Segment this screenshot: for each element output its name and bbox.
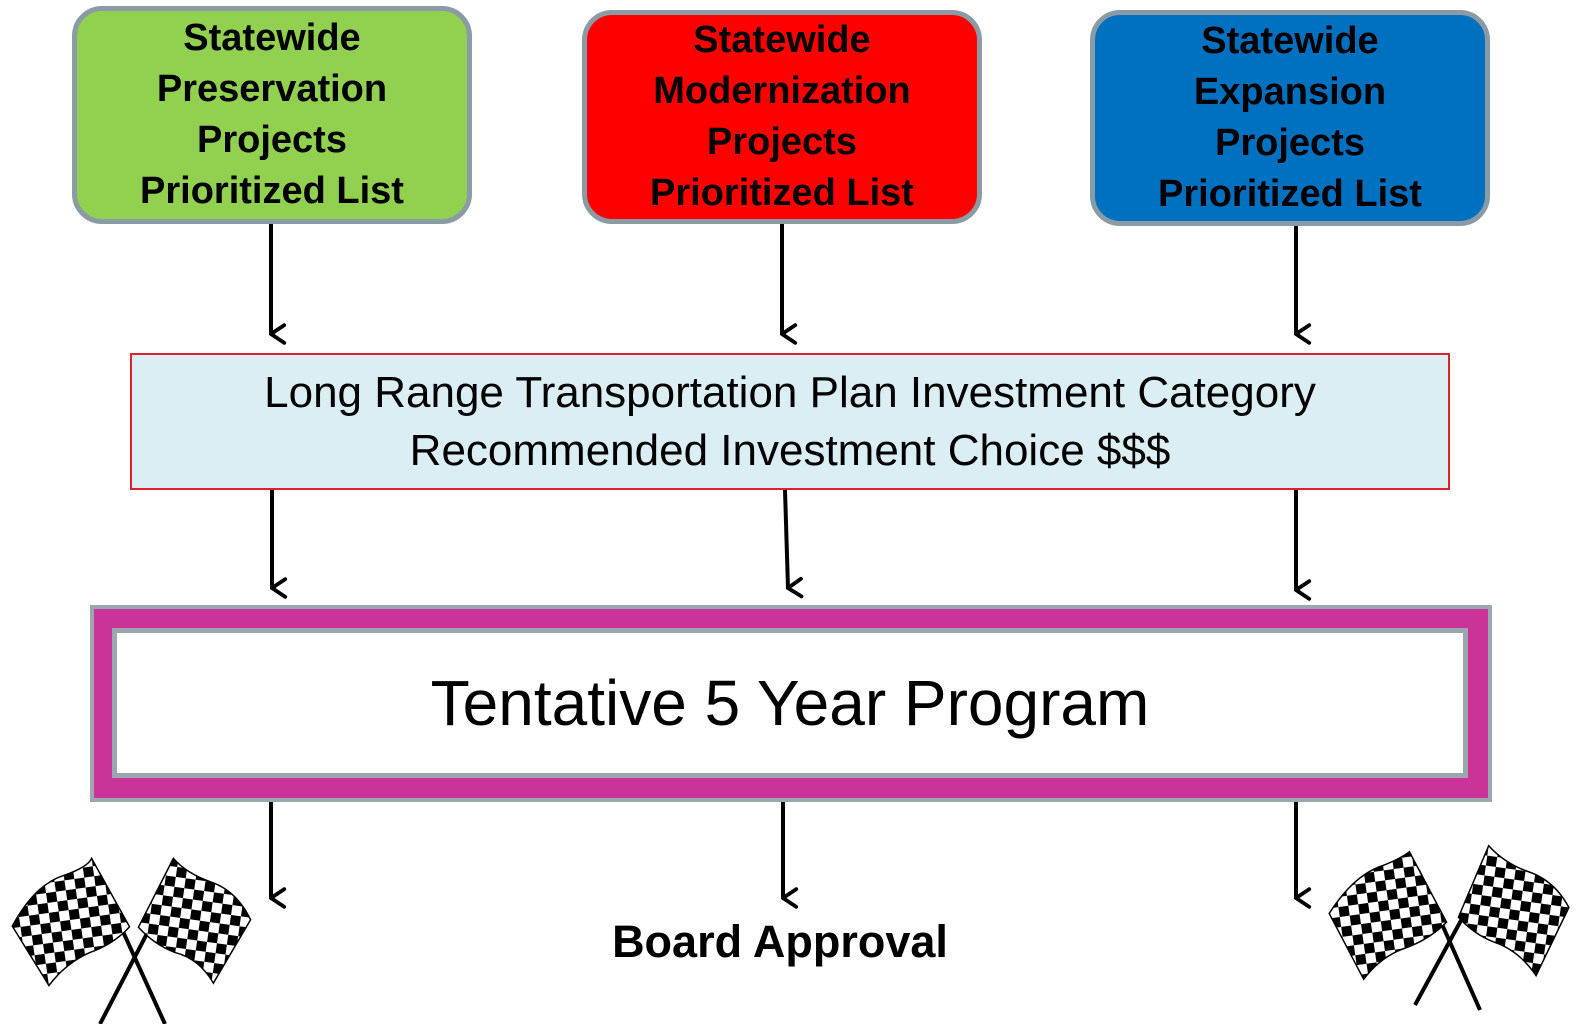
board-approval-label: Board Approval bbox=[612, 916, 948, 967]
modernization-box-label: Statewide Modernization Projects Priorit… bbox=[650, 19, 914, 214]
program-title: Tentative 5 Year Program bbox=[430, 667, 1150, 739]
checkered-flags-icon-right bbox=[1328, 844, 1570, 1011]
arrow-lrtp-to-program-center bbox=[783, 489, 788, 588]
checkered-flags-icon-left bbox=[11, 856, 252, 1024]
lrtp-line-2: Recommended Investment Choice $$$ bbox=[409, 425, 1171, 475]
modernization-box: Statewide Modernization Projects Priorit… bbox=[582, 10, 982, 224]
program-box: Tentative 5 Year Program bbox=[112, 628, 1468, 778]
lrtp-line-1: Long Range Transportation Plan Investmen… bbox=[264, 367, 1316, 417]
expansion-box-label: Statewide Expansion Projects Prioritized… bbox=[1158, 20, 1422, 215]
expansion-box: Statewide Expansion Projects Prioritized… bbox=[1090, 10, 1490, 226]
preservation-box-label: Statewide Preservation Projects Prioriti… bbox=[140, 17, 404, 212]
lrtp-investment-box: Long Range Transportation Plan Investmen… bbox=[130, 353, 1450, 490]
preservation-box: Statewide Preservation Projects Prioriti… bbox=[72, 6, 472, 224]
